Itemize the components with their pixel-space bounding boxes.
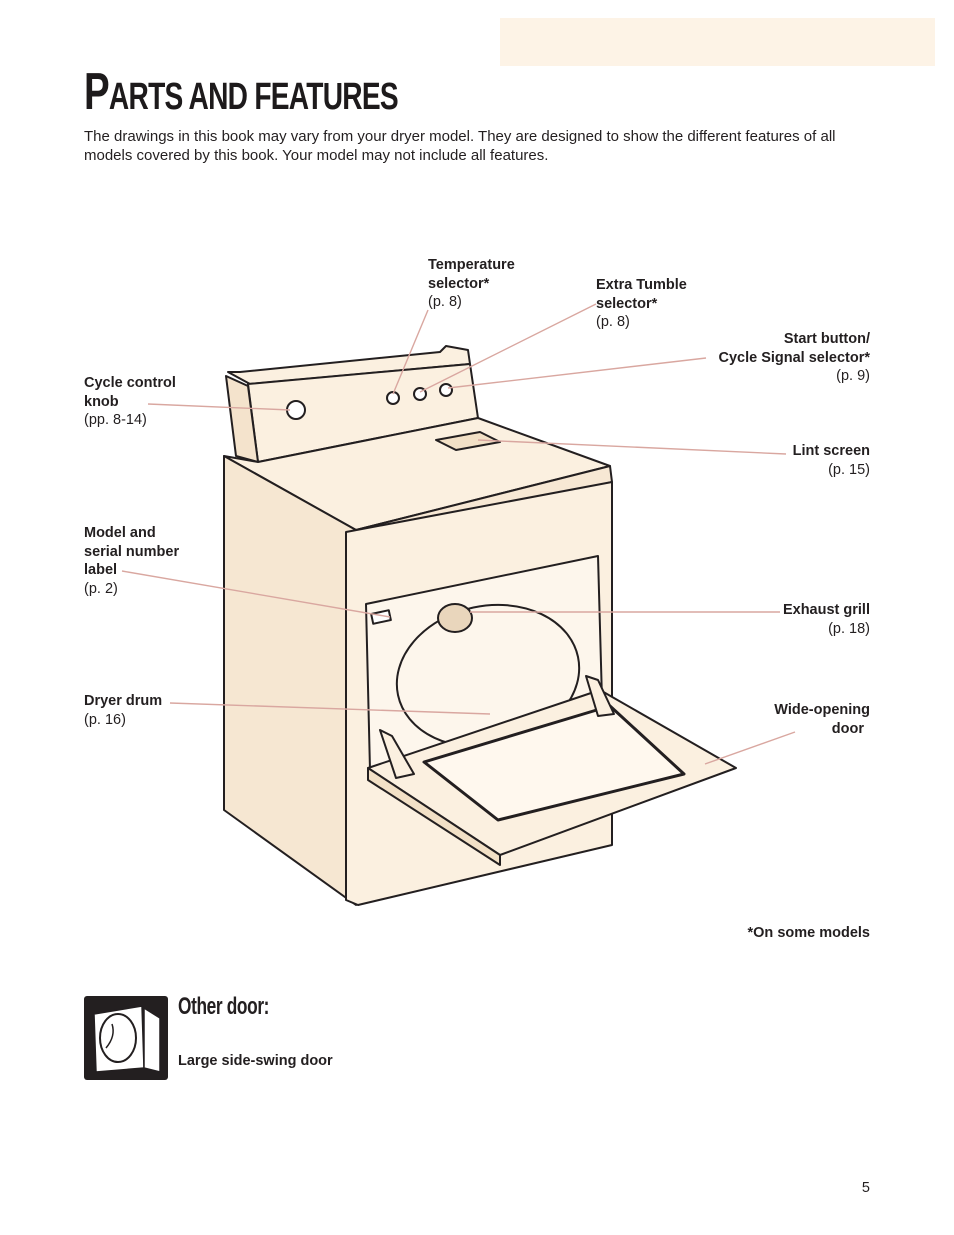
door-inner-panel [422, 704, 686, 822]
side-swing-door-icon [84, 996, 168, 1080]
exhaust-grill-label: Exhaust grill (p. 18) [782, 602, 870, 637]
exhaust-grill-shape [437, 603, 473, 633]
header-band [500, 18, 935, 66]
lint-screen-label: Lint screen (p. 15) [792, 443, 870, 478]
page-title: PARTS AND FEATURES [84, 63, 399, 121]
lint-screen-shape [435, 431, 501, 451]
wide-opening-door-label: Wide-opening door [774, 702, 870, 737]
temperature-knob-shape [386, 391, 400, 405]
top-panel [223, 417, 611, 531]
footnote: *On some models [747, 925, 870, 941]
start-button-label: Start button/ Cycle Signal selector* (p.… [718, 331, 870, 384]
dryer-drum-shape [395, 603, 581, 749]
side-panel [223, 455, 357, 906]
dryer-drum-label: Dryer drum (p. 16) [84, 693, 163, 728]
other-door-title: Other door: [178, 993, 270, 1020]
control-console [227, 345, 471, 385]
extra-tumble-knob-shape [413, 387, 427, 401]
console-face [247, 363, 479, 463]
model-label-plate [370, 609, 392, 625]
door-opening [365, 555, 603, 771]
extra-tumble-selector-label: Extra Tumble selector* (p. 8) [596, 277, 687, 330]
model-serial-label-callout: Model and serial number label (p. 2) [84, 525, 180, 597]
cycle-control-knob-label: Cycle control knob (pp. 8-14) [84, 375, 176, 428]
other-door-caption: Large side-swing door [178, 1053, 333, 1069]
intro-paragraph: The drawings in this book may vary from … [84, 128, 836, 164]
open-door [367, 689, 737, 856]
front-panel [345, 481, 613, 906]
temperature-selector-label: Temperature selector* (p. 8) [428, 257, 515, 310]
start-button-shape [439, 383, 453, 397]
cycle-knob-shape [286, 400, 306, 420]
page-number: 5 [861, 1180, 870, 1196]
